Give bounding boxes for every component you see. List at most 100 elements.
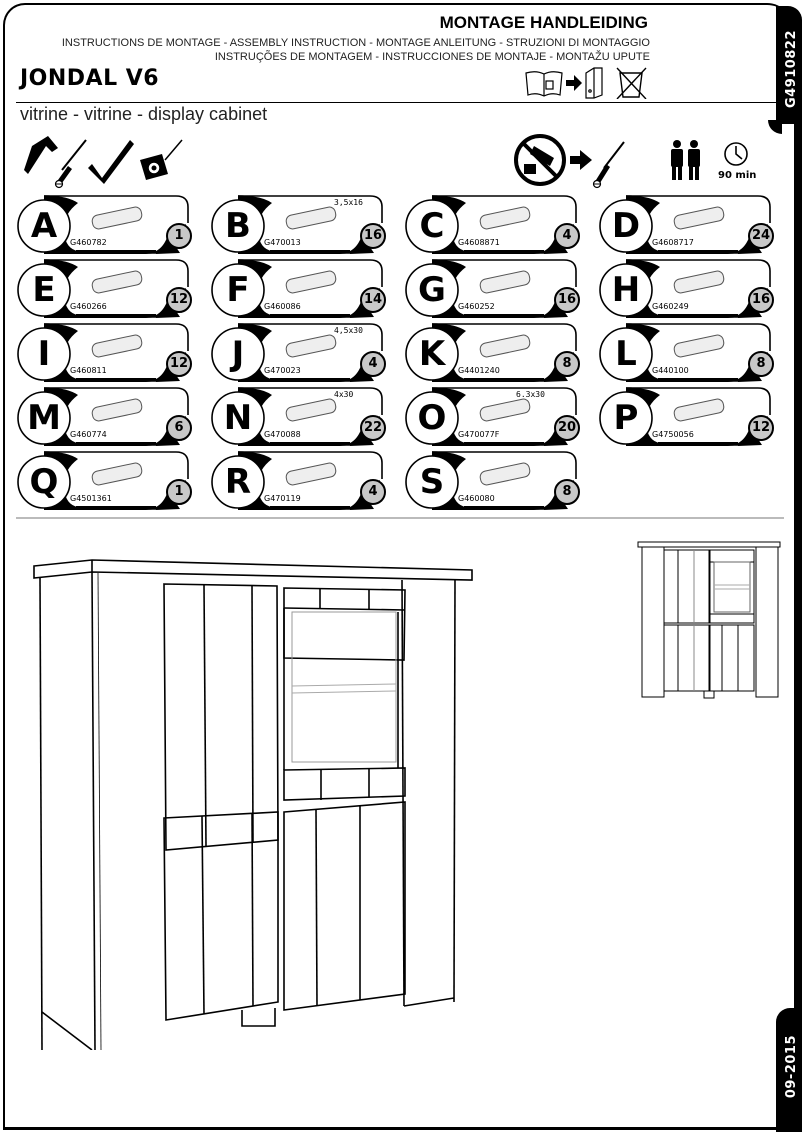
card-frame [599,323,771,382]
part-letter: C [419,206,445,246]
assembly-time: 90 min [718,170,757,181]
part-code: G460249 [652,302,690,311]
languages-line-1: INSTRUCTIONS DE MONTAGE - ASSEMBLY INSTR… [61,37,650,49]
part-p-icon [673,398,725,422]
part-letter: F [226,270,250,310]
part-letter: D [611,206,641,246]
card-frame [405,451,577,510]
languages-line-2: INSTRUÇÕES DE MONTAGEM - INSTRUCCIONES D… [214,51,650,63]
part-letter: G [418,270,446,310]
part-code: G470023 [264,366,302,375]
part-quantity-badge: 1 [166,223,192,249]
part-card-d: D G4608717 24 [598,195,776,255]
part-letter: K [418,334,446,374]
part-code: G4401240 [458,366,501,375]
part-letter: R [224,462,252,502]
card-frame [599,195,771,254]
part-quantity-badge: 14 [360,287,386,313]
part-dimension: 4,5x30 [334,326,363,335]
side-bar [794,118,802,1014]
part-o-icon [479,398,531,422]
date-tab [776,1008,802,1132]
part-card-f: F G460086 14 [210,259,388,319]
part-code: G4608717 [652,238,695,247]
no-power-drill-icon [514,134,566,186]
page-frame [3,3,793,1130]
part-n-icon [285,398,337,422]
square-ruler-icon [88,140,134,184]
part-code: G460080 [458,494,496,503]
part-quantity-badge: 1 [166,479,192,505]
part-dimension: 4x30 [334,390,354,399]
manual-title: MONTAGE HANDLEIDING [439,13,648,32]
card-frame [405,387,577,446]
part-letter: P [613,398,639,438]
part-j-icon [285,334,337,358]
part-letter: B [225,206,251,246]
part-quantity-badge: 24 [748,223,774,249]
screwdriver-icon [54,139,87,189]
card-frame [599,259,771,318]
arrow-right-icon [570,150,592,170]
part-letter: O [417,398,447,438]
card-frame [211,259,383,318]
part-quantity-badge: 8 [554,351,580,377]
part-code: G460086 [264,302,302,311]
part-quantity-badge: 12 [166,287,192,313]
doc-code: G4910822 [784,30,799,108]
part-f-icon [285,270,337,294]
part-letter: J [231,334,245,374]
part-quantity-badge: 8 [554,479,580,505]
product-name: JONDAL V6 [20,66,160,91]
part-letter: S [419,462,445,502]
part-code: G470119 [264,494,302,503]
part-letter: N [223,398,253,438]
part-l-icon [673,334,725,358]
part-code: G470013 [264,238,302,247]
part-quantity-badge: 22 [360,415,386,441]
part-s-icon [479,462,531,486]
part-code: G4608871 [458,238,501,247]
card-frame [211,451,383,510]
part-quantity-badge: 16 [360,223,386,249]
part-a-icon [91,206,143,230]
part-quantity-badge: 12 [166,351,192,377]
part-code: G470088 [264,430,302,439]
cabinet-front-view-thumbnail [637,541,781,699]
part-code: G460252 [458,302,496,311]
part-code: G460266 [70,302,108,311]
part-letter: L [615,334,637,374]
hammer-icon [24,136,58,174]
part-r-icon [285,462,337,486]
part-quantity-badge: 12 [748,415,774,441]
screwdriver-icon [592,141,625,189]
part-dimension: 6.3x30 [516,390,545,399]
card-frame [17,387,189,446]
card-frame [17,195,189,254]
part-d-icon [673,206,725,230]
part-card-c: C G4608871 4 [404,195,582,255]
part-c-icon [479,206,531,230]
product-subtitle: vitrine - vitrine - display cabinet [20,104,268,124]
two-persons-icon [671,140,700,180]
part-k-icon [479,334,531,358]
clock-icon [724,142,748,166]
part-letter: M [27,398,61,438]
part-q-icon [91,462,143,486]
part-g-icon [479,270,531,294]
part-card-k: K G4401240 8 [404,323,582,383]
part-quantity-badge: 4 [554,223,580,249]
